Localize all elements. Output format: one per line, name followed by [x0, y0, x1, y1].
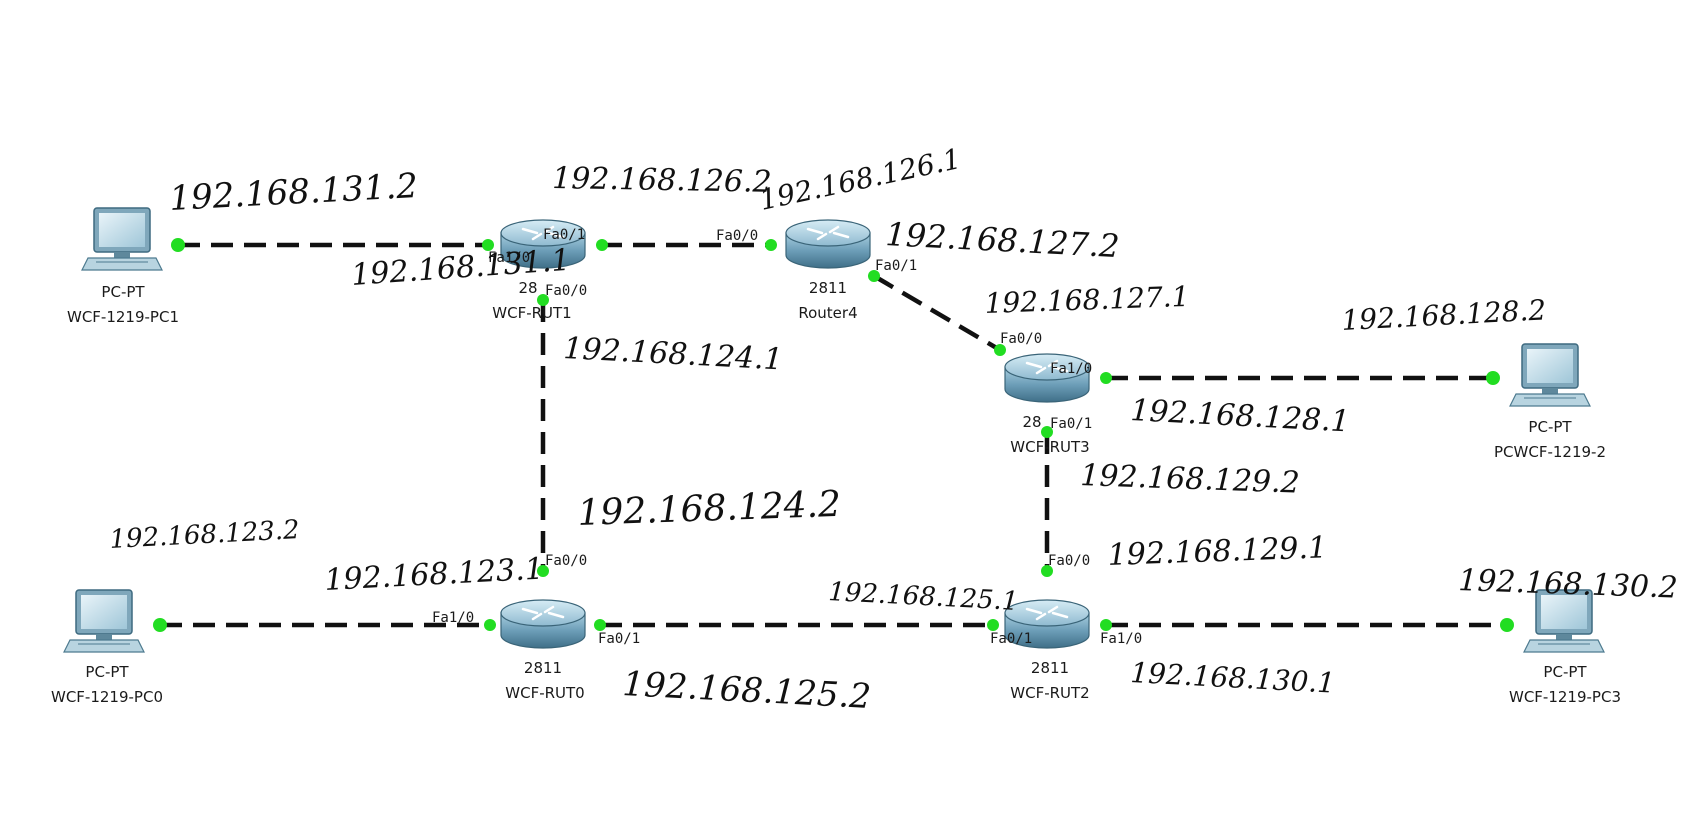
device-name-label: WCF-1219-PC1 — [67, 308, 179, 326]
pc-icon — [1523, 589, 1605, 653]
device-name-label: WCF-RUT0 — [505, 684, 584, 702]
port-label: Fa1/0 — [488, 250, 530, 266]
ip-annotation: 192.168.128.1 — [1130, 393, 1351, 439]
port-dot — [1100, 372, 1112, 384]
ip-annotation: 192.168.123.2 — [109, 515, 301, 555]
pc-icon — [81, 207, 163, 271]
port-dot — [596, 239, 608, 251]
device-rut1[interactable] — [500, 219, 586, 269]
port-dot — [1486, 371, 1500, 385]
device-type-label: PC-PT — [1528, 418, 1572, 436]
device-pc1[interactable] — [81, 207, 163, 271]
device-name-label: WCF-1219-PC0 — [51, 688, 163, 706]
port-dot — [994, 344, 1006, 356]
ip-annotation: 192.168.127.1 — [984, 280, 1190, 320]
ip-annotation: 192.168.131.2 — [168, 166, 419, 219]
router-icon — [500, 599, 586, 649]
port-label: Fa1/0 — [432, 610, 474, 626]
port-dots — [153, 238, 1514, 632]
device-rut0[interactable] — [500, 599, 586, 649]
device-type-label: 28 — [518, 279, 537, 297]
router-icon — [1004, 353, 1090, 403]
port-label: Fa0/1 — [990, 631, 1032, 647]
ip-annotation: 192.168.130.2 — [1458, 563, 1679, 606]
device-name-label: WCF-RUT3 — [1010, 438, 1089, 456]
port-dot — [868, 270, 880, 282]
port-label: Fa1/0 — [1050, 361, 1092, 377]
ip-annotation: 192.168.124.1 — [563, 331, 784, 377]
router-icon — [500, 219, 586, 269]
links — [160, 242, 1507, 628]
device-type-label: PC-PT — [101, 283, 145, 301]
port-label: Fa0/1 — [543, 227, 585, 243]
port-labels: Fa1/0 Fa0/1 Fa0/0 Fa0/0 Fa0/1 Fa0/0 Fa1/… — [432, 227, 1142, 647]
ip-annotation: 192.168.129.1 — [1107, 530, 1328, 573]
port-dot — [1041, 426, 1053, 438]
device-type-label: PC-PT — [1543, 663, 1587, 681]
device-name-label: WCF-RUT1 — [492, 304, 571, 322]
ip-annotation: 192.168.128.2 — [1341, 293, 1547, 337]
ip-annotation: 192.168.126.1 — [757, 142, 964, 217]
ip-annotation: 192.168.127.2 — [885, 215, 1121, 265]
port-label: Fa0/0 — [716, 228, 758, 244]
ip-annotation: 192.168.124.2 — [577, 484, 842, 534]
pc-icon — [1509, 343, 1591, 407]
device-pc2[interactable] — [1509, 343, 1591, 407]
port-dot — [1041, 565, 1053, 577]
router-icon — [785, 219, 871, 269]
port-dot — [171, 238, 185, 252]
port-dot — [537, 294, 549, 306]
ip-annotation: 192.168.130.1 — [1130, 656, 1336, 700]
ip-annotation: 192.168.126.2 — [552, 161, 772, 200]
device-name-label: PCWCF-1219-2 — [1494, 443, 1606, 461]
ip-annotation: 192.168.123.1 — [324, 552, 545, 598]
pc-icon — [63, 589, 145, 653]
port-dot — [153, 618, 167, 632]
ip-annotation: 192.168.125.1 — [828, 577, 1020, 617]
port-label: Fa0/0 — [1048, 553, 1090, 569]
device-pc0[interactable] — [63, 589, 145, 653]
ip-annotation: 192.168.131.1 — [350, 243, 571, 293]
link-router4-rut3[interactable] — [872, 274, 1002, 352]
device-name-label: WCF-RUT2 — [1010, 684, 1089, 702]
port-label: Fa0/0 — [545, 553, 587, 569]
port-dot — [765, 239, 777, 251]
port-label: Fa1/0 — [1100, 631, 1142, 647]
device-type-label: PC-PT — [85, 663, 129, 681]
device-name-label: WCF-1219-PC3 — [1509, 688, 1621, 706]
ip-annotations: 192.168.131.2 192.168.131.1 192.168.126.… — [109, 142, 1678, 717]
port-dot — [482, 239, 494, 251]
device-labels: PC-PT WCF-1219-PC1 28 WCF-RUT1 2811 Rout… — [51, 279, 1621, 706]
ip-annotation: 192.168.125.2 — [622, 664, 873, 717]
device-type-label: 2811 — [524, 659, 562, 677]
port-dot — [594, 619, 606, 631]
port-dot — [987, 619, 999, 631]
port-dot — [484, 619, 496, 631]
device-rut3[interactable] — [1004, 353, 1090, 403]
device-name-label: Router4 — [798, 304, 857, 322]
device-type-label: 2811 — [1031, 659, 1069, 677]
device-rut2[interactable] — [1004, 599, 1090, 649]
port-dot — [537, 565, 549, 577]
port-dot — [1100, 619, 1112, 631]
device-type-label: 2811 — [809, 279, 847, 297]
device-type-label: 28 — [1022, 413, 1041, 431]
port-label: Fa0/1 — [598, 631, 640, 647]
port-label: Fa0/1 — [1050, 416, 1092, 432]
ip-annotation: 192.168.129.2 — [1080, 458, 1301, 501]
router-icon — [1004, 599, 1090, 649]
port-dot — [1500, 618, 1514, 632]
device-pc3[interactable] — [1523, 589, 1605, 653]
port-label: Fa0/0 — [1000, 331, 1042, 347]
port-label: Fa0/1 — [875, 258, 917, 274]
device-router4[interactable] — [785, 219, 871, 269]
port-label: Fa0/0 — [545, 283, 587, 299]
